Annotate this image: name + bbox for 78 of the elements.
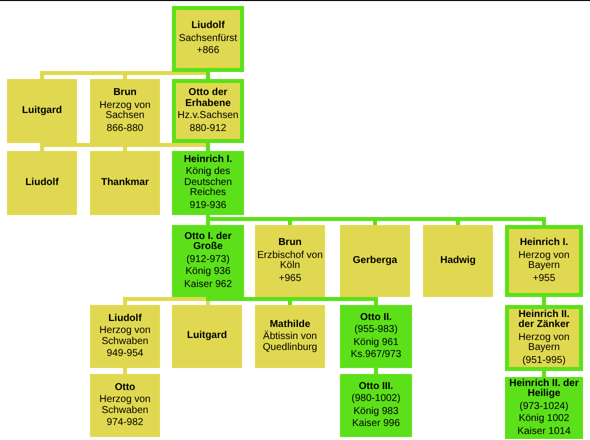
person-box (90, 305, 160, 368)
person-box (90, 151, 160, 215)
person-detail: Herzog von Schwaben (98, 395, 152, 416)
connector-line (374, 368, 378, 374)
person-box (172, 305, 242, 368)
person-detail: (951-995) (522, 356, 566, 366)
person-detail: Herzog von Sachsen (98, 100, 152, 122)
person-box (7, 79, 77, 143)
person-detail: König 1002 (518, 414, 570, 425)
person-name: Thankmar (101, 178, 149, 188)
person-box (340, 225, 410, 297)
person-box (505, 225, 583, 297)
person-detail: (973-1024) (520, 402, 568, 412)
person-box (172, 6, 244, 72)
connector-line (542, 371, 546, 377)
person-detail: König 961 (353, 338, 399, 348)
lineage-box (505, 377, 583, 439)
person-name: Liudolf (108, 314, 142, 324)
connector-line (123, 368, 127, 374)
person-detail: Kaiser 996 (352, 419, 400, 430)
connector-line (542, 297, 546, 305)
person-detail: 919-936 (190, 200, 226, 212)
person-detail: Herzog von Bayern (517, 250, 571, 272)
person-detail: Kaiser 1014 (517, 426, 571, 438)
connector-line (206, 215, 546, 225)
person-detail: 880-912 (190, 124, 226, 134)
person-name: Brun (113, 88, 137, 98)
person-box (423, 225, 493, 297)
person-box (90, 79, 160, 143)
person-detail: +965 (278, 274, 302, 284)
person-detail: (980-1002) (352, 394, 400, 404)
person-name: Heinrich I. (184, 154, 232, 166)
person-detail: +955 (532, 274, 556, 284)
connector-line (206, 72, 210, 79)
person-name: Mathilde (270, 320, 310, 330)
person-detail: Kaiser 962 (184, 280, 232, 290)
person-detail: +866 (196, 46, 220, 57)
person-name: Brun (278, 238, 302, 248)
connector-line (206, 143, 210, 151)
lineage-box (340, 305, 412, 368)
person-detail: Herzog von Schwaben (98, 326, 152, 347)
person-detail: Hz.v.Sachsen (178, 111, 238, 122)
person-box (505, 305, 583, 371)
person-name: Luitgard (187, 331, 227, 342)
person-detail: Sachsenfürst (178, 34, 238, 44)
person-name: Hadwig (440, 256, 476, 266)
person-name: Gerberga (352, 256, 398, 266)
person-detail: (912-973) (186, 254, 230, 266)
person-name: Otto (114, 382, 136, 393)
person-name: Otto der Erhabene (184, 88, 232, 109)
person-box (255, 225, 325, 297)
person-detail: Äbtissin von Quedlinburg (262, 332, 318, 354)
person-detail: Ks.967/973 (350, 350, 402, 360)
person-detail: König 936 (185, 267, 231, 278)
person-name: Liudolf (25, 178, 59, 188)
person-detail: 866-880 (106, 124, 144, 134)
person-detail: Herzog von Bayern (517, 332, 571, 354)
person-detail: König 983 (353, 406, 399, 417)
person-name: Heinrich II. der Zänker (517, 310, 571, 331)
person-detail: 949-954 (106, 349, 144, 360)
person-name: Heinrich I. (520, 238, 568, 248)
person-name: Otto II. (360, 312, 392, 323)
person-name: Liudolf (191, 21, 225, 32)
person-name: Otto III. (358, 382, 394, 392)
person-box (172, 79, 244, 143)
person-name: Otto I. der Große (183, 232, 233, 253)
person-box (90, 374, 160, 437)
person-name: Luitgard (22, 106, 62, 116)
person-box (255, 305, 325, 368)
lineage-box (172, 225, 244, 297)
person-detail: 974-982 (106, 418, 144, 428)
person-detail: (955-983) (354, 325, 398, 336)
person-name: Heinrich II. der Heilige (508, 378, 580, 400)
person-box (7, 151, 77, 215)
person-detail: König des Deutschen Reiches (183, 167, 233, 199)
person-detail: Erzbischof von Köln (256, 250, 324, 272)
lineage-box (340, 374, 412, 437)
lineage-box (172, 151, 244, 215)
